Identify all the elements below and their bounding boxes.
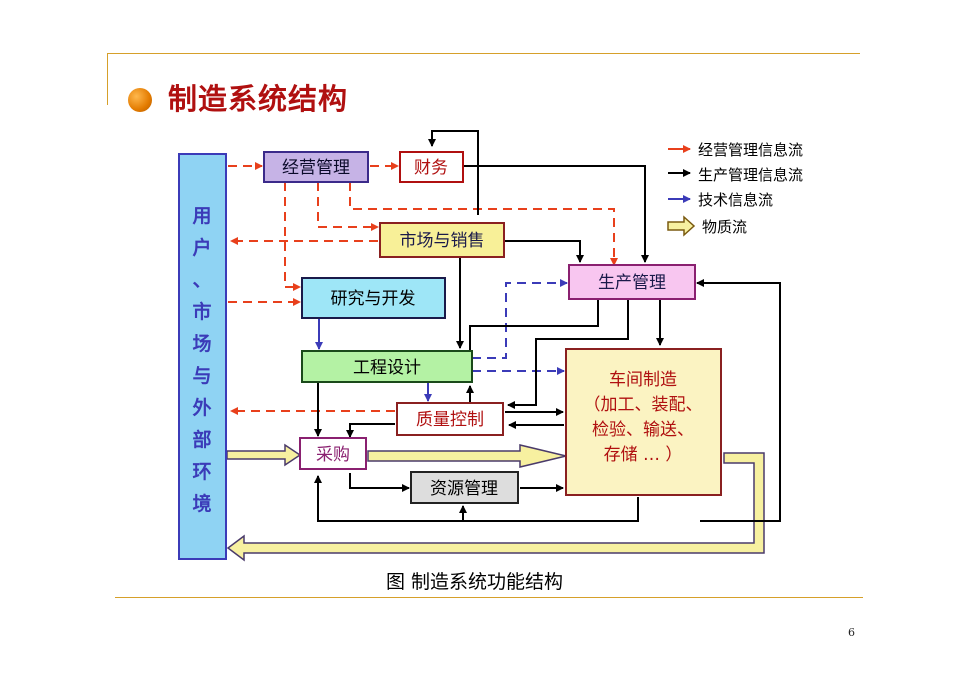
resource-management-label: 资源管理 [430,479,498,499]
left-rule [107,53,108,105]
purchase-box [299,437,367,470]
business-management-label: 经营管理 [282,158,350,178]
finance-label: 财务 [414,158,448,178]
engineering-design-label: 工程设计 [353,358,421,378]
purchase-label: 采购 [316,445,350,465]
env-label: 用户、市场与外部环境 [192,205,211,515]
workshop-label-line1: 车间制造 [609,370,677,390]
bullet-icon [128,88,152,112]
engineering-design-box [301,350,473,383]
workshop-label-line4: 存储 … ） [604,445,683,465]
resource-management-box [410,471,519,504]
page-number: 6 [848,626,855,639]
production-management-box [568,264,696,300]
material-flow-env-to-purchase [226,443,302,467]
finance-box [399,151,464,183]
bottom-rule [115,597,863,598]
env-box [178,153,227,560]
market-sales-box [379,222,505,258]
production-management-label: 生产管理 [598,273,666,293]
material-flow-purchase-to-workshop [367,444,567,468]
workshop-label-line2: （加工、装配、 [584,395,703,415]
legend: 经营管理信息流 生产管理信息流 技术信息流 物质流 [667,141,803,237]
legend-tech-flow-label: 技术信息流 [698,191,773,209]
quality-control-label: 质量控制 [416,410,484,430]
legend-material-flow-label: 物质流 [702,218,747,236]
figure-caption: 图 制造系统功能结构 [386,571,564,593]
business-management-box [263,151,369,183]
quality-control-box [396,402,504,436]
workshop-box [565,348,722,496]
market-sales-label: 市场与销售 [400,231,485,251]
rnd-box [301,277,446,319]
legend-business-flow-label: 经营管理信息流 [698,141,803,159]
top-rule [107,53,860,54]
material-flow-workshop-to-env [226,452,765,562]
legend-production-flow-label: 生产管理信息流 [698,166,803,184]
rnd-label: 研究与开发 [331,289,416,309]
slide-title: 制造系统结构 [168,82,349,116]
workshop-label-line3: 检验、输送、 [592,420,694,440]
